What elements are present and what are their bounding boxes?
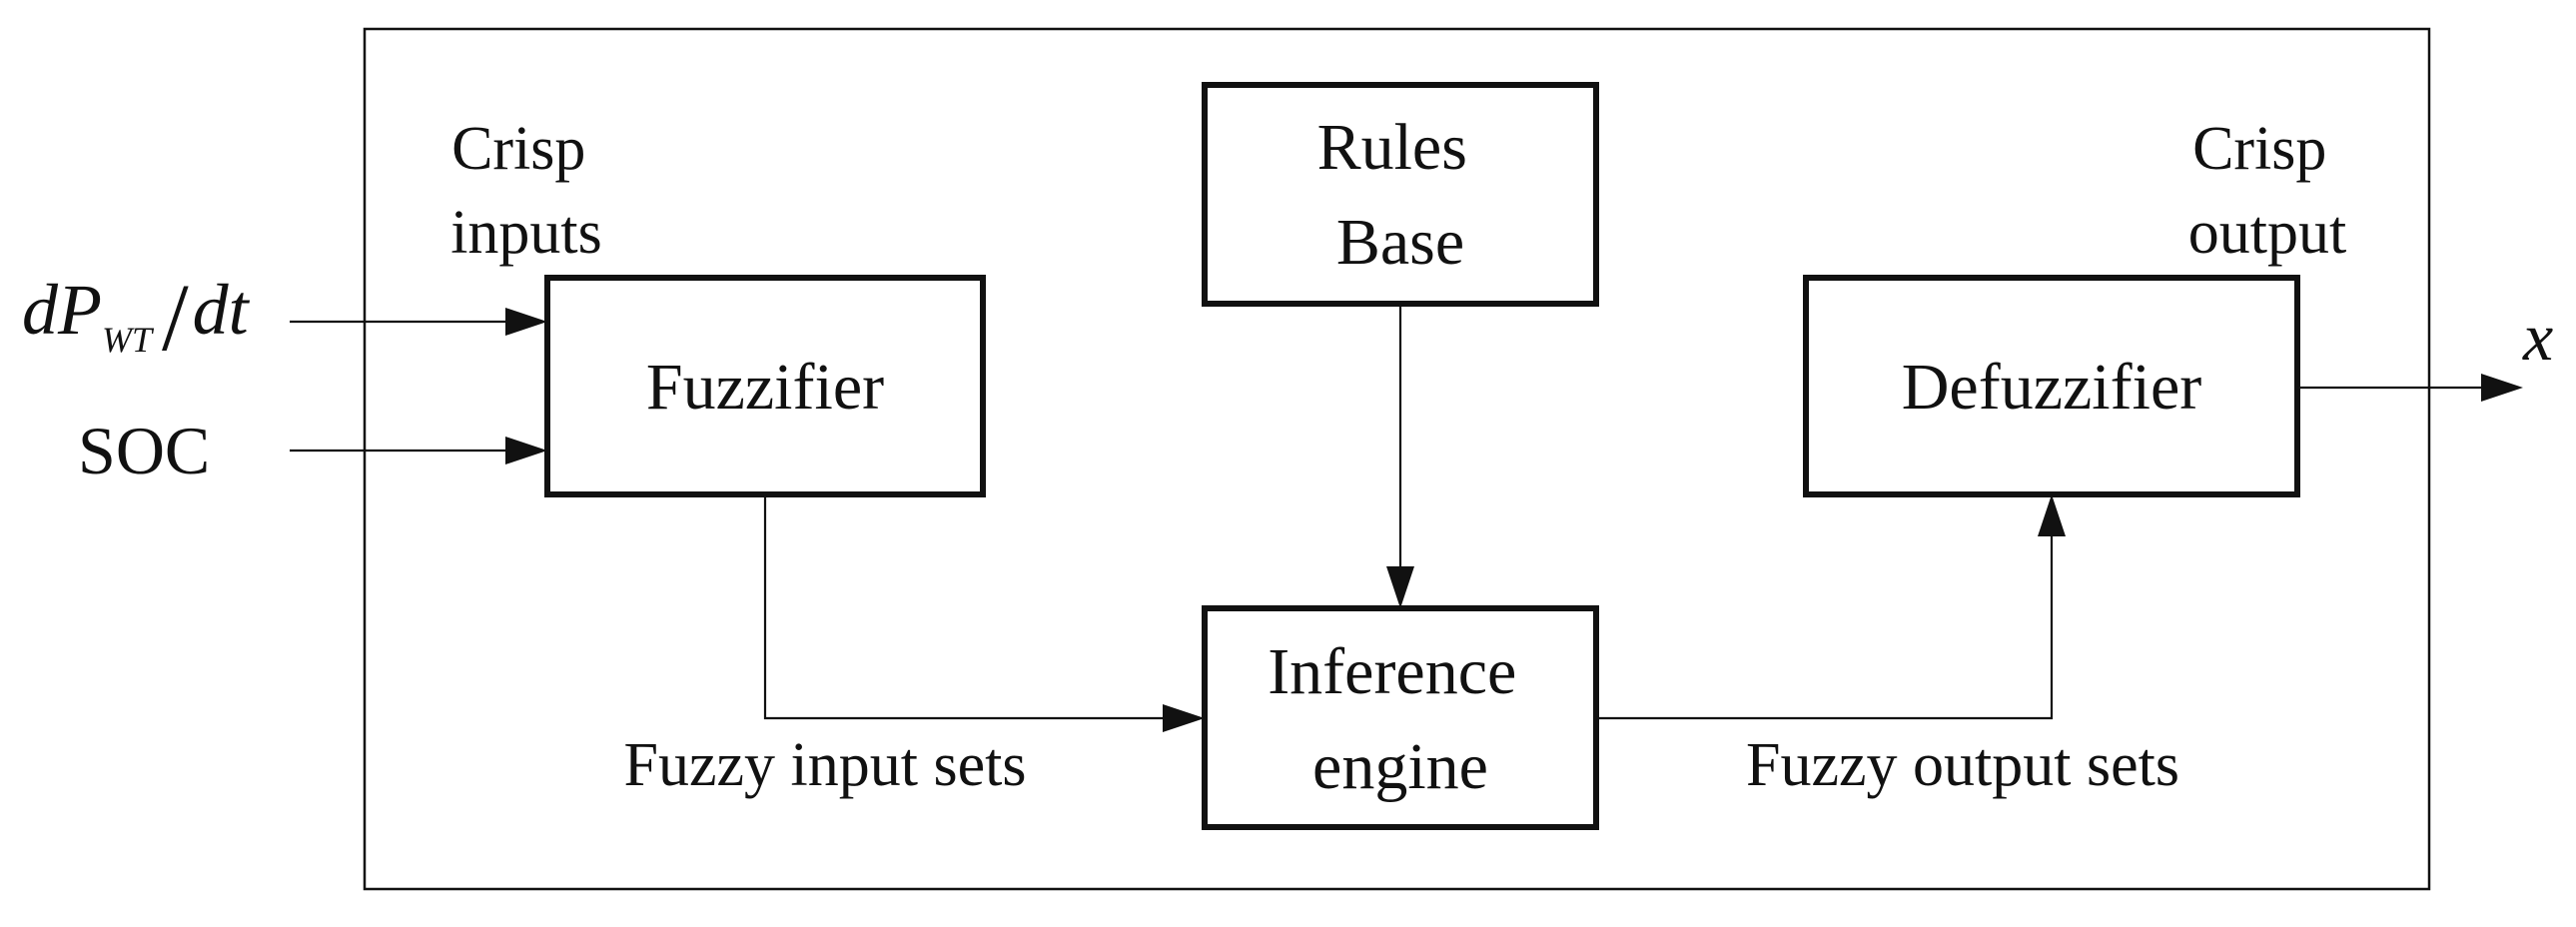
input-dpwt-dt-label: dPWT/dt <box>22 264 251 371</box>
rules-base-line-2: Base <box>1336 206 1464 279</box>
input-1-arrowhead <box>505 308 547 336</box>
inference-engine-line-2: engine <box>1312 730 1488 803</box>
fuzzifier-label: Fuzzifier <box>646 351 884 424</box>
inference-engine-line-1: Inference <box>1268 635 1516 708</box>
inference-engine-label: Inference engine <box>1268 635 1533 803</box>
defuzzifier-label: Defuzzifier <box>1902 351 2201 424</box>
input-dpwt-dt: dt <box>193 270 251 350</box>
rules-base-label: Rules Base <box>1317 111 1484 279</box>
rules-to-inference-arrowhead <box>1386 566 1414 608</box>
controller-frame <box>363 27 2431 891</box>
fuzzy-input-arrowhead <box>1163 704 1205 732</box>
rules-base-line-1: Rules <box>1317 111 1467 184</box>
crisp-inputs-line-2: inputs <box>450 199 602 267</box>
input-dpwt-slash: / <box>162 264 189 371</box>
fuzzy-input-sets-label: Fuzzy input sets <box>624 731 1027 799</box>
fuzzy-input-wire <box>763 494 1163 720</box>
fuzzy-output-wire <box>1596 536 2054 720</box>
output-x-label: x <box>2522 299 2553 375</box>
fuzzy-output-sets-label: Fuzzy output sets <box>1746 731 2179 799</box>
input-2-arrowhead <box>505 437 547 464</box>
crisp-output-line-1: Crisp <box>2192 115 2326 183</box>
input-dpwt-subscript: WT <box>102 320 155 360</box>
crisp-inputs-line-1: Crisp <box>451 115 585 183</box>
inference-engine-block <box>1202 605 1599 830</box>
input-dpwt-d: dP <box>22 270 102 350</box>
crisp-output-label: Crisp output <box>2188 115 2346 267</box>
crisp-output-line-2: output <box>2188 199 2346 267</box>
crisp-inputs-label: Crisp inputs <box>450 115 602 267</box>
output-arrowhead <box>2481 374 2523 402</box>
input-soc-label: SOC <box>78 413 210 488</box>
fuzzy-output-arrowhead <box>2038 494 2066 536</box>
rules-base-block <box>1202 82 1599 307</box>
